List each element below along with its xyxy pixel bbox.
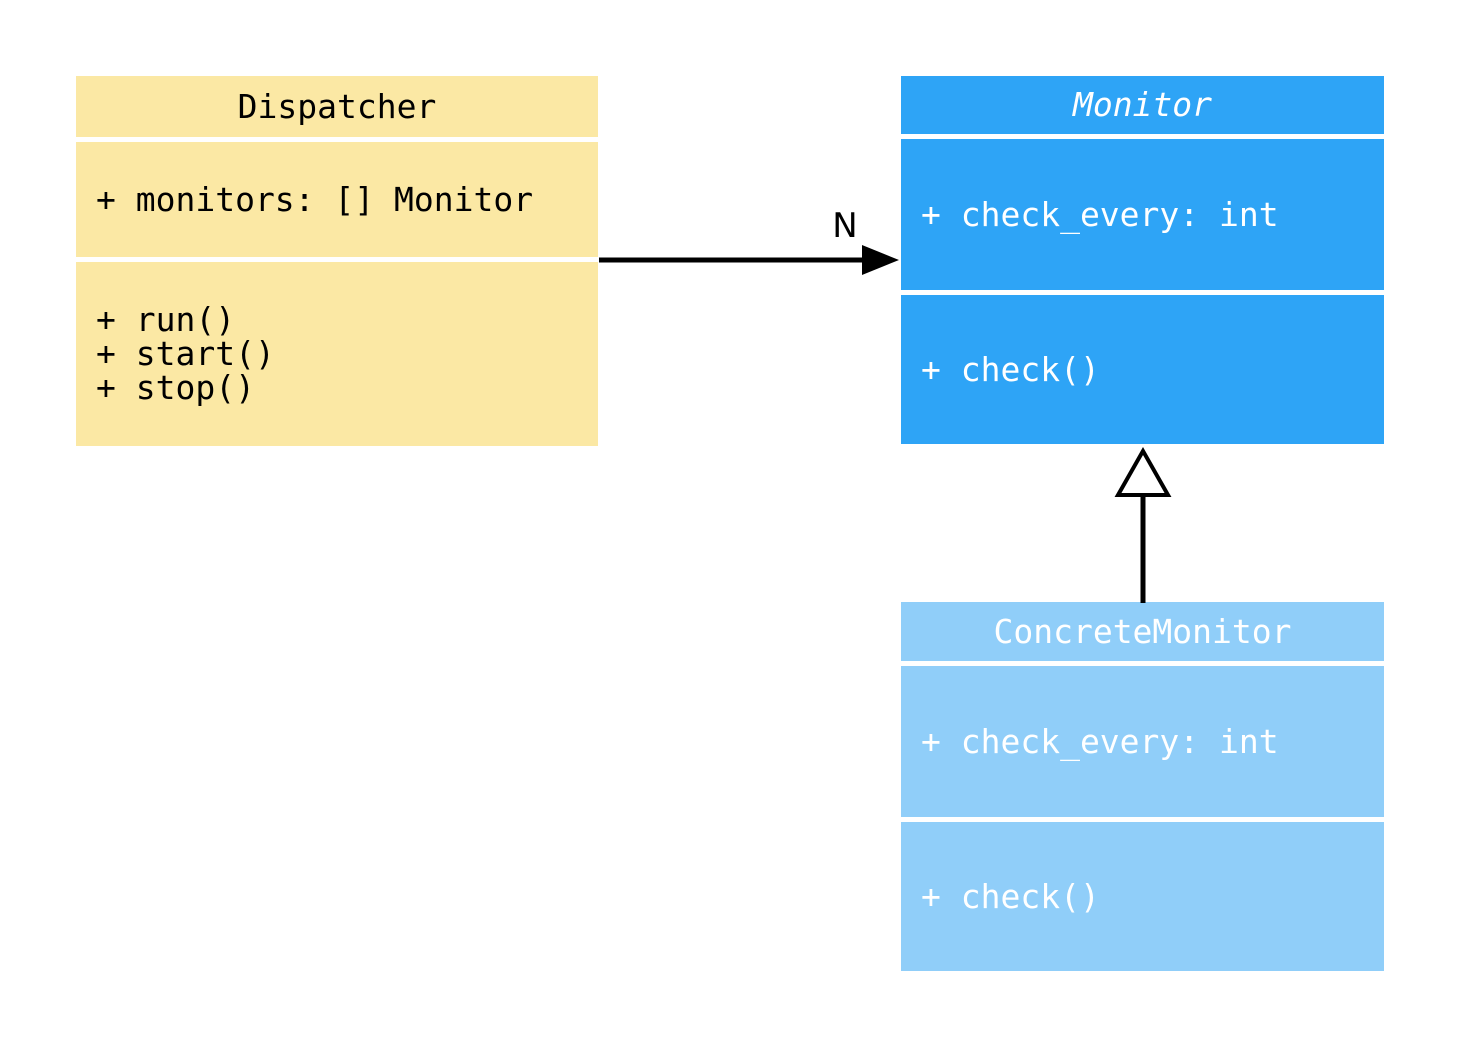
method-line: + stop() [96, 368, 255, 407]
class-header-dispatcher: Dispatcher [76, 76, 598, 137]
method-line: + check() [921, 349, 1100, 389]
class-box-dispatcher: Dispatcher + monitors: [] Monitor + run(… [76, 76, 598, 446]
method-line: + run() [96, 300, 236, 339]
association-arrowhead-icon [862, 245, 899, 275]
attribute-line: + check_every: int [921, 194, 1279, 234]
attributes-compartment-concrete-monitor: + check_every: int [901, 666, 1384, 817]
class-header-monitor: Monitor [901, 76, 1384, 134]
attributes-compartment-dispatcher: + monitors: [] Monitor [76, 142, 598, 257]
class-header-concrete-monitor: ConcreteMonitor [901, 602, 1384, 661]
attribute-line: + check_every: int [921, 721, 1279, 761]
method-line: + start() [96, 334, 275, 373]
attributes-compartment-monitor: + check_every: int [901, 139, 1384, 290]
inheritance-triangle-icon [1114, 446, 1172, 497]
methods-compartment-monitor: + check() [901, 295, 1384, 444]
method-line: + check() [921, 876, 1100, 916]
methods-compartment-dispatcher: + run() + start() + stop() [76, 262, 598, 446]
attribute-line: + monitors: [] Monitor [96, 179, 534, 219]
association-multiplicity-label: N [832, 206, 858, 246]
class-name-concrete-monitor: ConcreteMonitor [993, 611, 1292, 651]
class-name-dispatcher: Dispatcher [237, 86, 437, 126]
class-box-concrete-monitor: ConcreteMonitor + check_every: int + che… [901, 602, 1384, 971]
class-name-monitor: Monitor [1072, 85, 1213, 124]
class-box-monitor: Monitor + check_every: int + check() [901, 76, 1384, 444]
methods-compartment-concrete-monitor: + check() [901, 822, 1384, 971]
